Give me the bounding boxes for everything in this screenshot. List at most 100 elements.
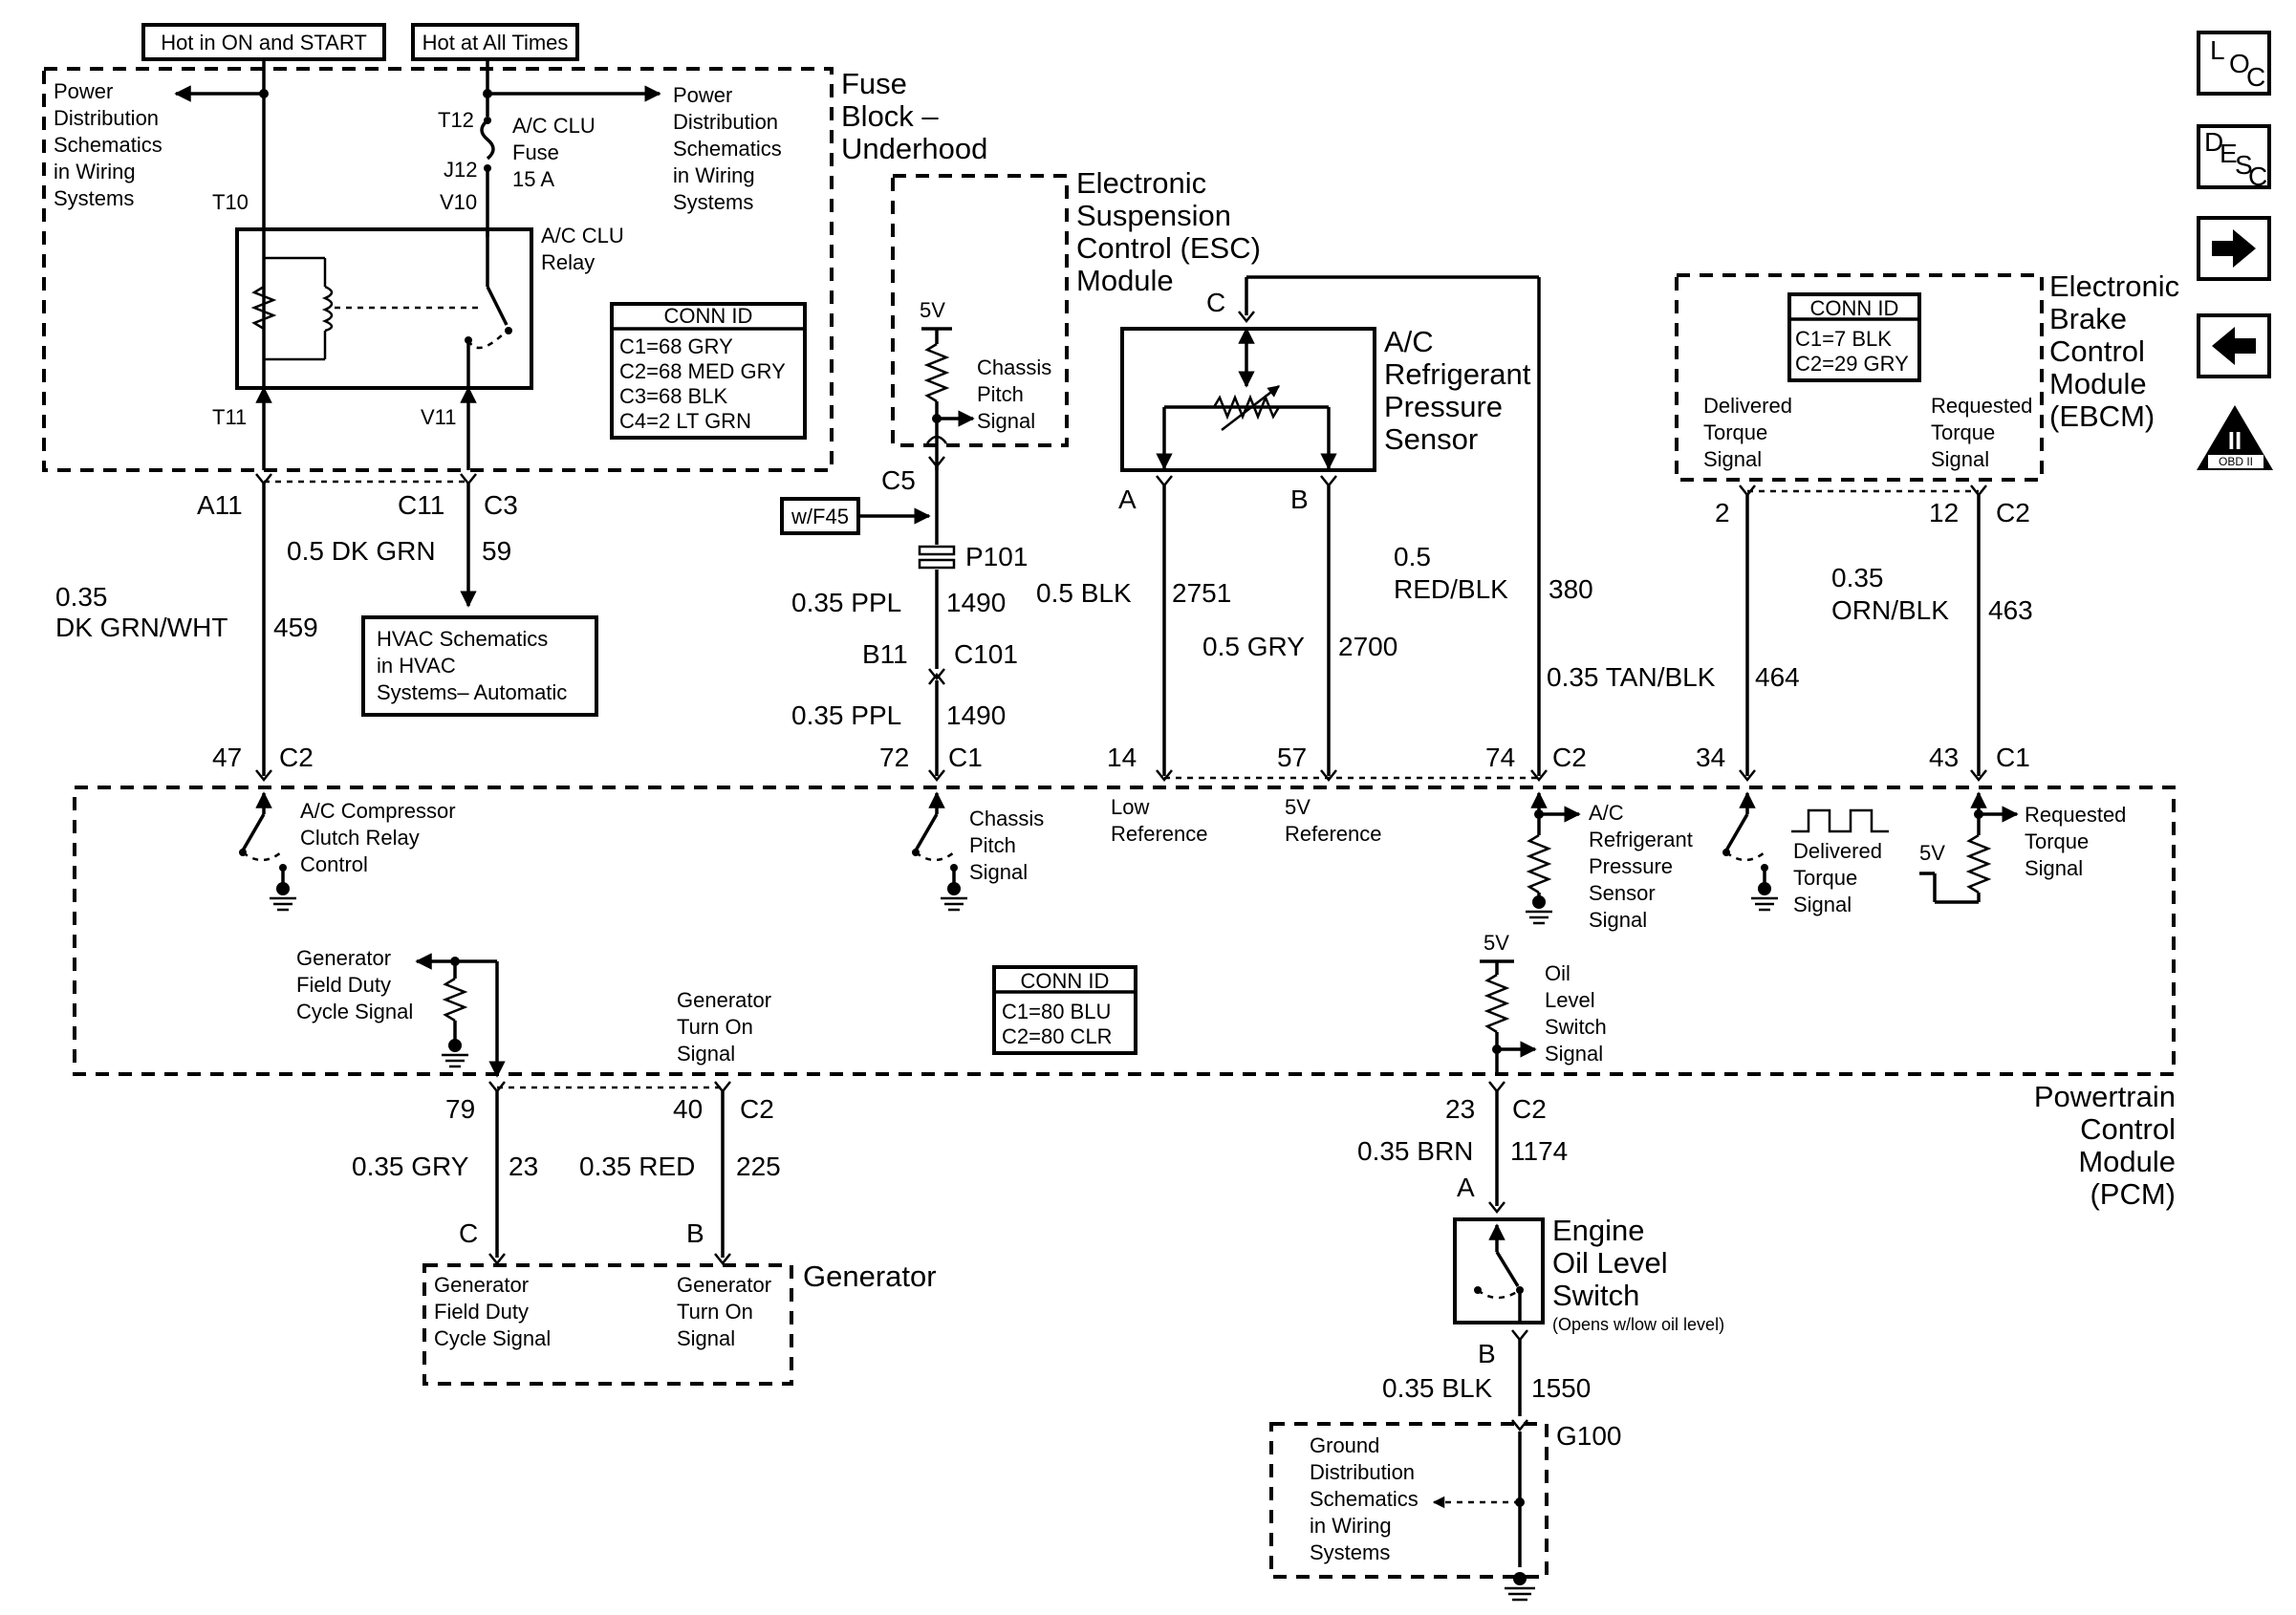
pcm-ac-sensor-resistor-icon — [1526, 833, 1552, 894]
obd-ii-button[interactable]: OBD II II — [2197, 405, 2273, 470]
wire-2751-number: 2751 — [1172, 578, 1231, 608]
svg-text:P101: P101 — [965, 542, 1028, 571]
svg-text:Suspension: Suspension — [1076, 199, 1231, 232]
wire-225-number: 225 — [736, 1152, 781, 1181]
svg-text:HVAC Schematics: HVAC Schematics — [377, 627, 548, 651]
svg-text:Chassis: Chassis — [977, 355, 1051, 379]
hot-on-start-label: Hot in ON and START — [161, 31, 367, 54]
wire-23-number: 23 — [509, 1152, 538, 1181]
svg-text:Torque: Torque — [1793, 866, 1857, 890]
svg-text:Torque: Torque — [1931, 420, 1995, 444]
svg-text:Relay: Relay — [541, 250, 595, 274]
hot-all-times-label: Hot at All Times — [422, 31, 569, 54]
generator-title: Generator — [803, 1260, 937, 1293]
ac-clu-relay — [235, 227, 533, 390]
arrow-right-icon — [2212, 229, 2256, 268]
svg-text:C2: C2 — [279, 743, 314, 772]
pcm-field-resistor-icon — [442, 977, 468, 1023]
svg-text:Cycle Signal: Cycle Signal — [296, 1000, 413, 1023]
svg-text:74: 74 — [1485, 743, 1515, 772]
svg-text:Refrigerant: Refrigerant — [1589, 828, 1693, 851]
arrow-left-icon — [2212, 327, 2256, 365]
terminal-j12: J12 — [444, 158, 477, 182]
svg-text:C1=7 BLK: C1=7 BLK — [1795, 327, 1892, 351]
svg-text:Torque: Torque — [2025, 829, 2089, 853]
svg-text:34: 34 — [1696, 743, 1725, 772]
ebcm-connector-c2: C2 — [1996, 498, 2030, 528]
svg-text:Signal: Signal — [677, 1326, 735, 1350]
svg-text:A/C CLU: A/C CLU — [541, 224, 624, 248]
esc-5v: 5V — [920, 298, 945, 322]
fuse-block-title-2: Block – — [841, 99, 939, 133]
generator: C B Generator Generator Field Duty Cycle… — [422, 1218, 937, 1386]
svg-text:Signal: Signal — [1703, 447, 1762, 471]
svg-text:A/C: A/C — [1384, 325, 1434, 358]
generator-pin-c: C — [459, 1218, 478, 1248]
svg-text:Fuse: Fuse — [512, 140, 559, 164]
pin-c3: C3 — [484, 490, 518, 520]
svg-text:(EBCM): (EBCM) — [2049, 399, 2155, 433]
svg-text:Schematics: Schematics — [54, 133, 162, 157]
svg-text:79: 79 — [445, 1094, 475, 1124]
wire-380-number: 380 — [1549, 574, 1593, 604]
pcm-delivered-torque-switch: Delivered Torque Signal — [1722, 791, 1889, 916]
svg-text:Turn On: Turn On — [677, 1300, 753, 1324]
pin-a11: A11 — [197, 490, 243, 520]
relay-switch-icon — [486, 286, 509, 326]
svg-text:Pressure: Pressure — [1589, 854, 1673, 878]
svg-text:15 A: 15 A — [512, 167, 554, 191]
generator-pin-b: B — [686, 1218, 704, 1248]
ebcm-pin-12: 12 — [1929, 498, 1959, 528]
svg-text:Systems: Systems — [1310, 1540, 1390, 1564]
svg-text:Generator: Generator — [677, 1273, 771, 1297]
ebcm-module: Electronic Brake Control Module (EBCM) C… — [1675, 269, 2179, 482]
svg-text:(PCM): (PCM) — [2090, 1177, 2176, 1211]
svg-text:A/C: A/C — [1589, 801, 1624, 825]
wire-1174-gauge: 0.35 BRN — [1357, 1136, 1473, 1166]
svg-text:Ground: Ground — [1310, 1433, 1379, 1457]
esc-pin-c5: C5 — [881, 465, 916, 495]
terminal-v11: V11 — [421, 405, 457, 429]
hot-on-start-box: Hot in ON and START — [141, 23, 386, 61]
svg-text:Power: Power — [673, 83, 732, 107]
svg-text:Control: Control — [300, 852, 368, 876]
wire-463-number: 463 — [1988, 595, 2033, 625]
description-button[interactable]: D E S C — [2197, 124, 2271, 191]
svg-text:Schematics: Schematics — [1310, 1487, 1419, 1511]
next-page-button[interactable] — [2197, 216, 2271, 281]
svg-text:Engine: Engine — [1552, 1214, 1645, 1247]
pcm-5v-requested: 5V — [1919, 841, 1945, 865]
previous-page-button[interactable] — [2197, 313, 2271, 378]
svg-text:Signal: Signal — [977, 409, 1035, 433]
svg-text:Generator: Generator — [434, 1273, 529, 1297]
svg-text:in Wiring: in Wiring — [673, 163, 755, 187]
svg-text:L: L — [2210, 35, 2225, 65]
ac-refrigerant-pressure-sensor: A/C Refrigerant Pressure Sensor C — [1120, 275, 1539, 472]
svg-text:S: S — [2235, 150, 2253, 180]
svg-text:Turn On: Turn On — [677, 1015, 753, 1039]
svg-text:Schematics: Schematics — [673, 137, 782, 161]
svg-text:C: C — [2248, 162, 2267, 191]
svg-text:Control: Control — [2049, 334, 2145, 368]
svg-text:Distribution: Distribution — [673, 110, 778, 134]
svg-text:14: 14 — [1107, 743, 1137, 772]
svg-text:A/C Compressor: A/C Compressor — [300, 799, 456, 823]
fuse-icon — [480, 118, 495, 161]
pcm-requested-resistor-icon — [1965, 833, 1992, 894]
connector-c101: C101 — [954, 639, 1018, 669]
wire-23-gauge: 0.35 GRY — [352, 1152, 469, 1181]
svg-text:Signal: Signal — [969, 860, 1028, 884]
pcm-generator-field: Generator Field Duty Cycle Signal — [296, 946, 506, 1078]
svg-text:43: 43 — [1929, 743, 1959, 772]
svg-text:CONN ID: CONN ID — [1021, 969, 1110, 993]
svg-text:Signal: Signal — [2025, 856, 2083, 880]
esc-pullup-resistor-icon — [923, 342, 950, 403]
location-button[interactable]: L O C — [2197, 31, 2271, 96]
svg-text:Pressure: Pressure — [1384, 390, 1503, 423]
pcm-5v-oil: 5V — [1484, 931, 1509, 955]
svg-text:C4=2 LT GRN: C4=2 LT GRN — [619, 409, 751, 433]
svg-text:A/C CLU: A/C CLU — [512, 114, 596, 138]
svg-text:C2=68 MED GRY: C2=68 MED GRY — [619, 359, 786, 383]
svg-text:Sensor: Sensor — [1384, 422, 1478, 456]
